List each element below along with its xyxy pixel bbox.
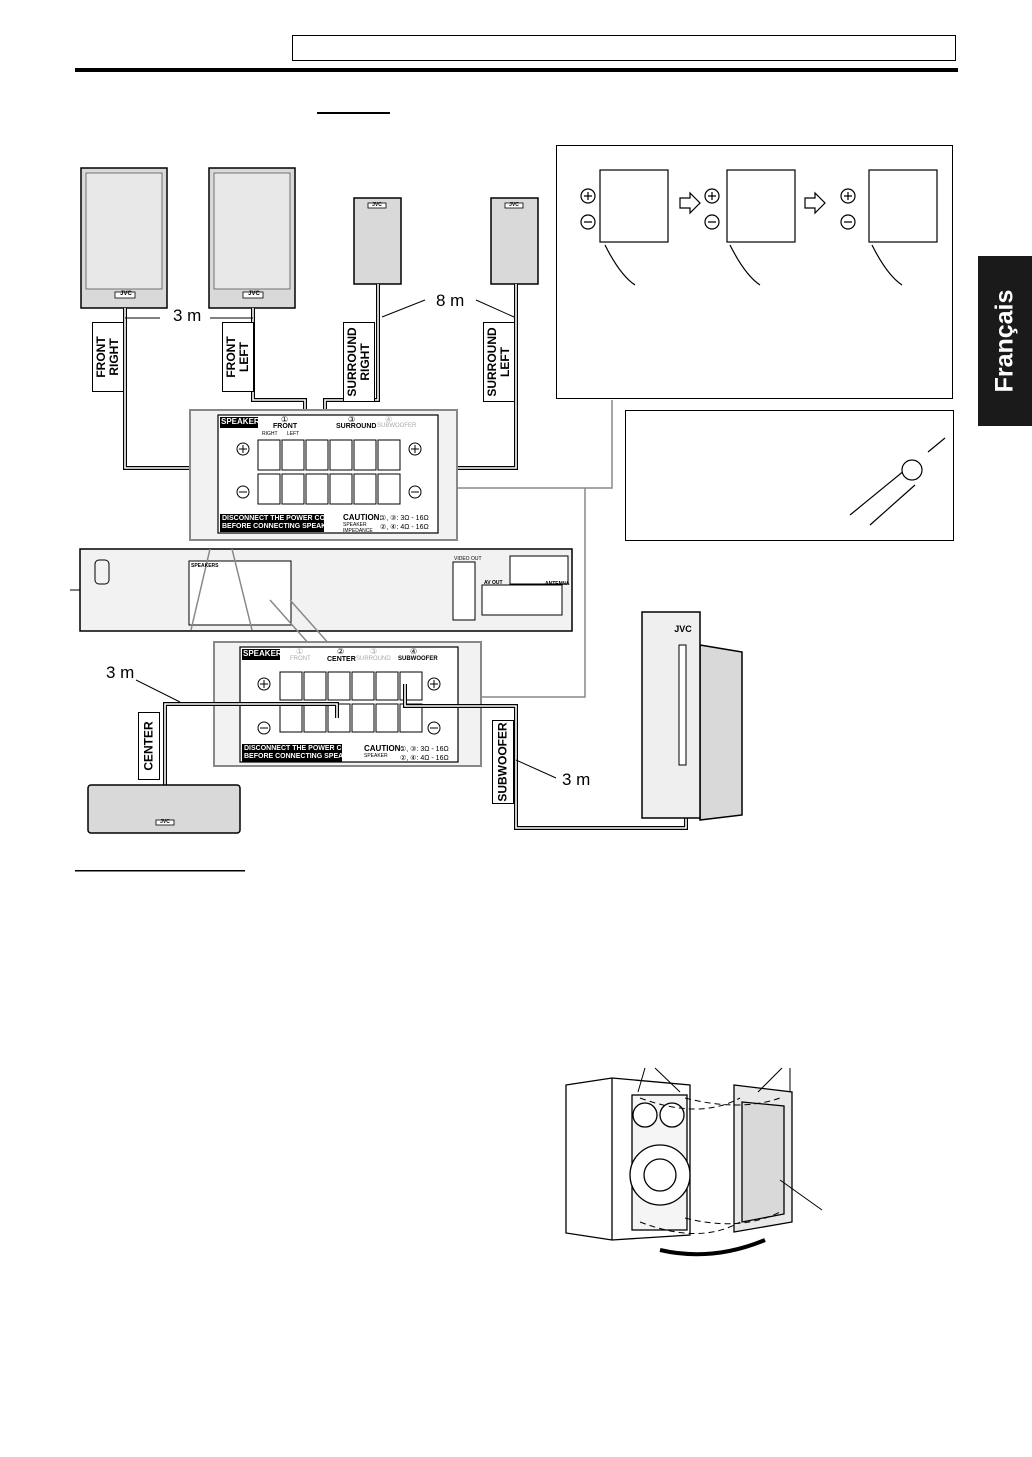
bottom-center-num: ② xyxy=(337,647,345,656)
bottom-front-num: ① xyxy=(296,647,304,656)
top-right-label: RIGHT xyxy=(262,431,278,437)
front-right-label: FRONT RIGHT xyxy=(92,322,124,392)
bottom-caution: CAUTION: xyxy=(364,744,404,753)
rear-speakers-label: SPEAKERS xyxy=(191,563,219,569)
subwoofer-brand: JVC xyxy=(674,624,692,634)
header-box xyxy=(292,35,956,61)
surround-left-speaker-illustration xyxy=(490,197,539,285)
bottom-front-label: FRONT xyxy=(290,656,311,662)
header-rule xyxy=(75,68,958,72)
surround-left-label: SURROUND LEFT xyxy=(483,322,515,402)
top-caution: CAUTION: xyxy=(343,513,383,522)
front-right-speaker-illustration xyxy=(80,167,168,309)
bottom-speaker: SPEAKER xyxy=(364,753,388,759)
top-subwoofer-num: ④ xyxy=(385,415,393,424)
bottom-warning-2: BEFORE CONNECTING SPEAKERS xyxy=(244,753,363,760)
center-label: CENTER xyxy=(138,712,160,780)
language-tab[interactable]: Français xyxy=(978,256,1032,426)
center-brand: JVC xyxy=(160,819,170,825)
top-warning-1: DISCONNECT THE POWER CORD xyxy=(222,515,336,522)
top-surround-label: SURROUND xyxy=(336,423,377,430)
front-distance: 3 m xyxy=(173,306,202,325)
top-front-label: FRONT xyxy=(273,423,298,430)
rear-av-out: AV OUT xyxy=(484,580,503,586)
bottom-imp2: ②, ④: 4Ω - 16Ω xyxy=(400,755,449,762)
cable-tip-illustration xyxy=(849,437,946,526)
surround-right-brand: JVC xyxy=(372,202,382,208)
front-left-speaker-illustration xyxy=(208,167,296,309)
bottom-warning-1: DISCONNECT THE POWER CORD xyxy=(244,745,358,752)
top-left-label: LEFT xyxy=(287,431,300,437)
front-left-brand: JVC xyxy=(248,291,260,297)
top-panel-title: SPEAKERS xyxy=(221,417,266,426)
bottom-panel-title: SPEAKERS xyxy=(243,649,288,658)
subwoofer-distance: 3 m xyxy=(562,770,591,789)
bottom-subwoofer-label: SUBWOOFER xyxy=(398,656,438,662)
top-impedance: IMPEDANCE xyxy=(343,528,373,534)
top-warning-2: BEFORE CONNECTING SPEAKERS xyxy=(222,523,341,530)
top-subwoofer-label: SUBWOOFER xyxy=(377,423,417,429)
terminal-steps-illustration xyxy=(580,169,938,243)
rear-video-out: VIDEO OUT xyxy=(454,556,482,562)
top-speaker: SPEAKER xyxy=(343,522,367,528)
surround-right-label: SURROUND RIGHT xyxy=(343,322,375,402)
bottom-subwoofer-num: ④ xyxy=(410,647,418,656)
surround-distance: 8 m xyxy=(436,291,465,310)
front-left-label: FRONT LEFT xyxy=(222,322,254,392)
bottom-imp1: ①, ③: 3Ω - 16Ω xyxy=(400,746,449,753)
bottom-surround-num: ③ xyxy=(370,647,378,656)
speaker-grille-illustration xyxy=(565,1077,793,1241)
center-distance: 3 m xyxy=(106,663,135,682)
surround-right-speaker-illustration xyxy=(353,197,402,285)
top-surround-num: ③ xyxy=(348,415,356,424)
top-imp1: ①, ③: 3Ω - 16Ω xyxy=(380,515,429,522)
front-right-brand: JVC xyxy=(120,291,132,297)
bottom-center-label: CENTER xyxy=(327,656,356,663)
top-imp2: ②, ④: 4Ω - 16Ω xyxy=(380,524,429,531)
top-front-num: ① xyxy=(281,415,289,424)
subwoofer-label: SUBWOOFER xyxy=(492,720,514,804)
surround-left-brand: JVC xyxy=(509,202,519,208)
rear-antenna: ANTENNA xyxy=(545,581,570,587)
title-underline xyxy=(317,112,390,114)
bottom-surround-label: SURROUND xyxy=(356,656,391,662)
